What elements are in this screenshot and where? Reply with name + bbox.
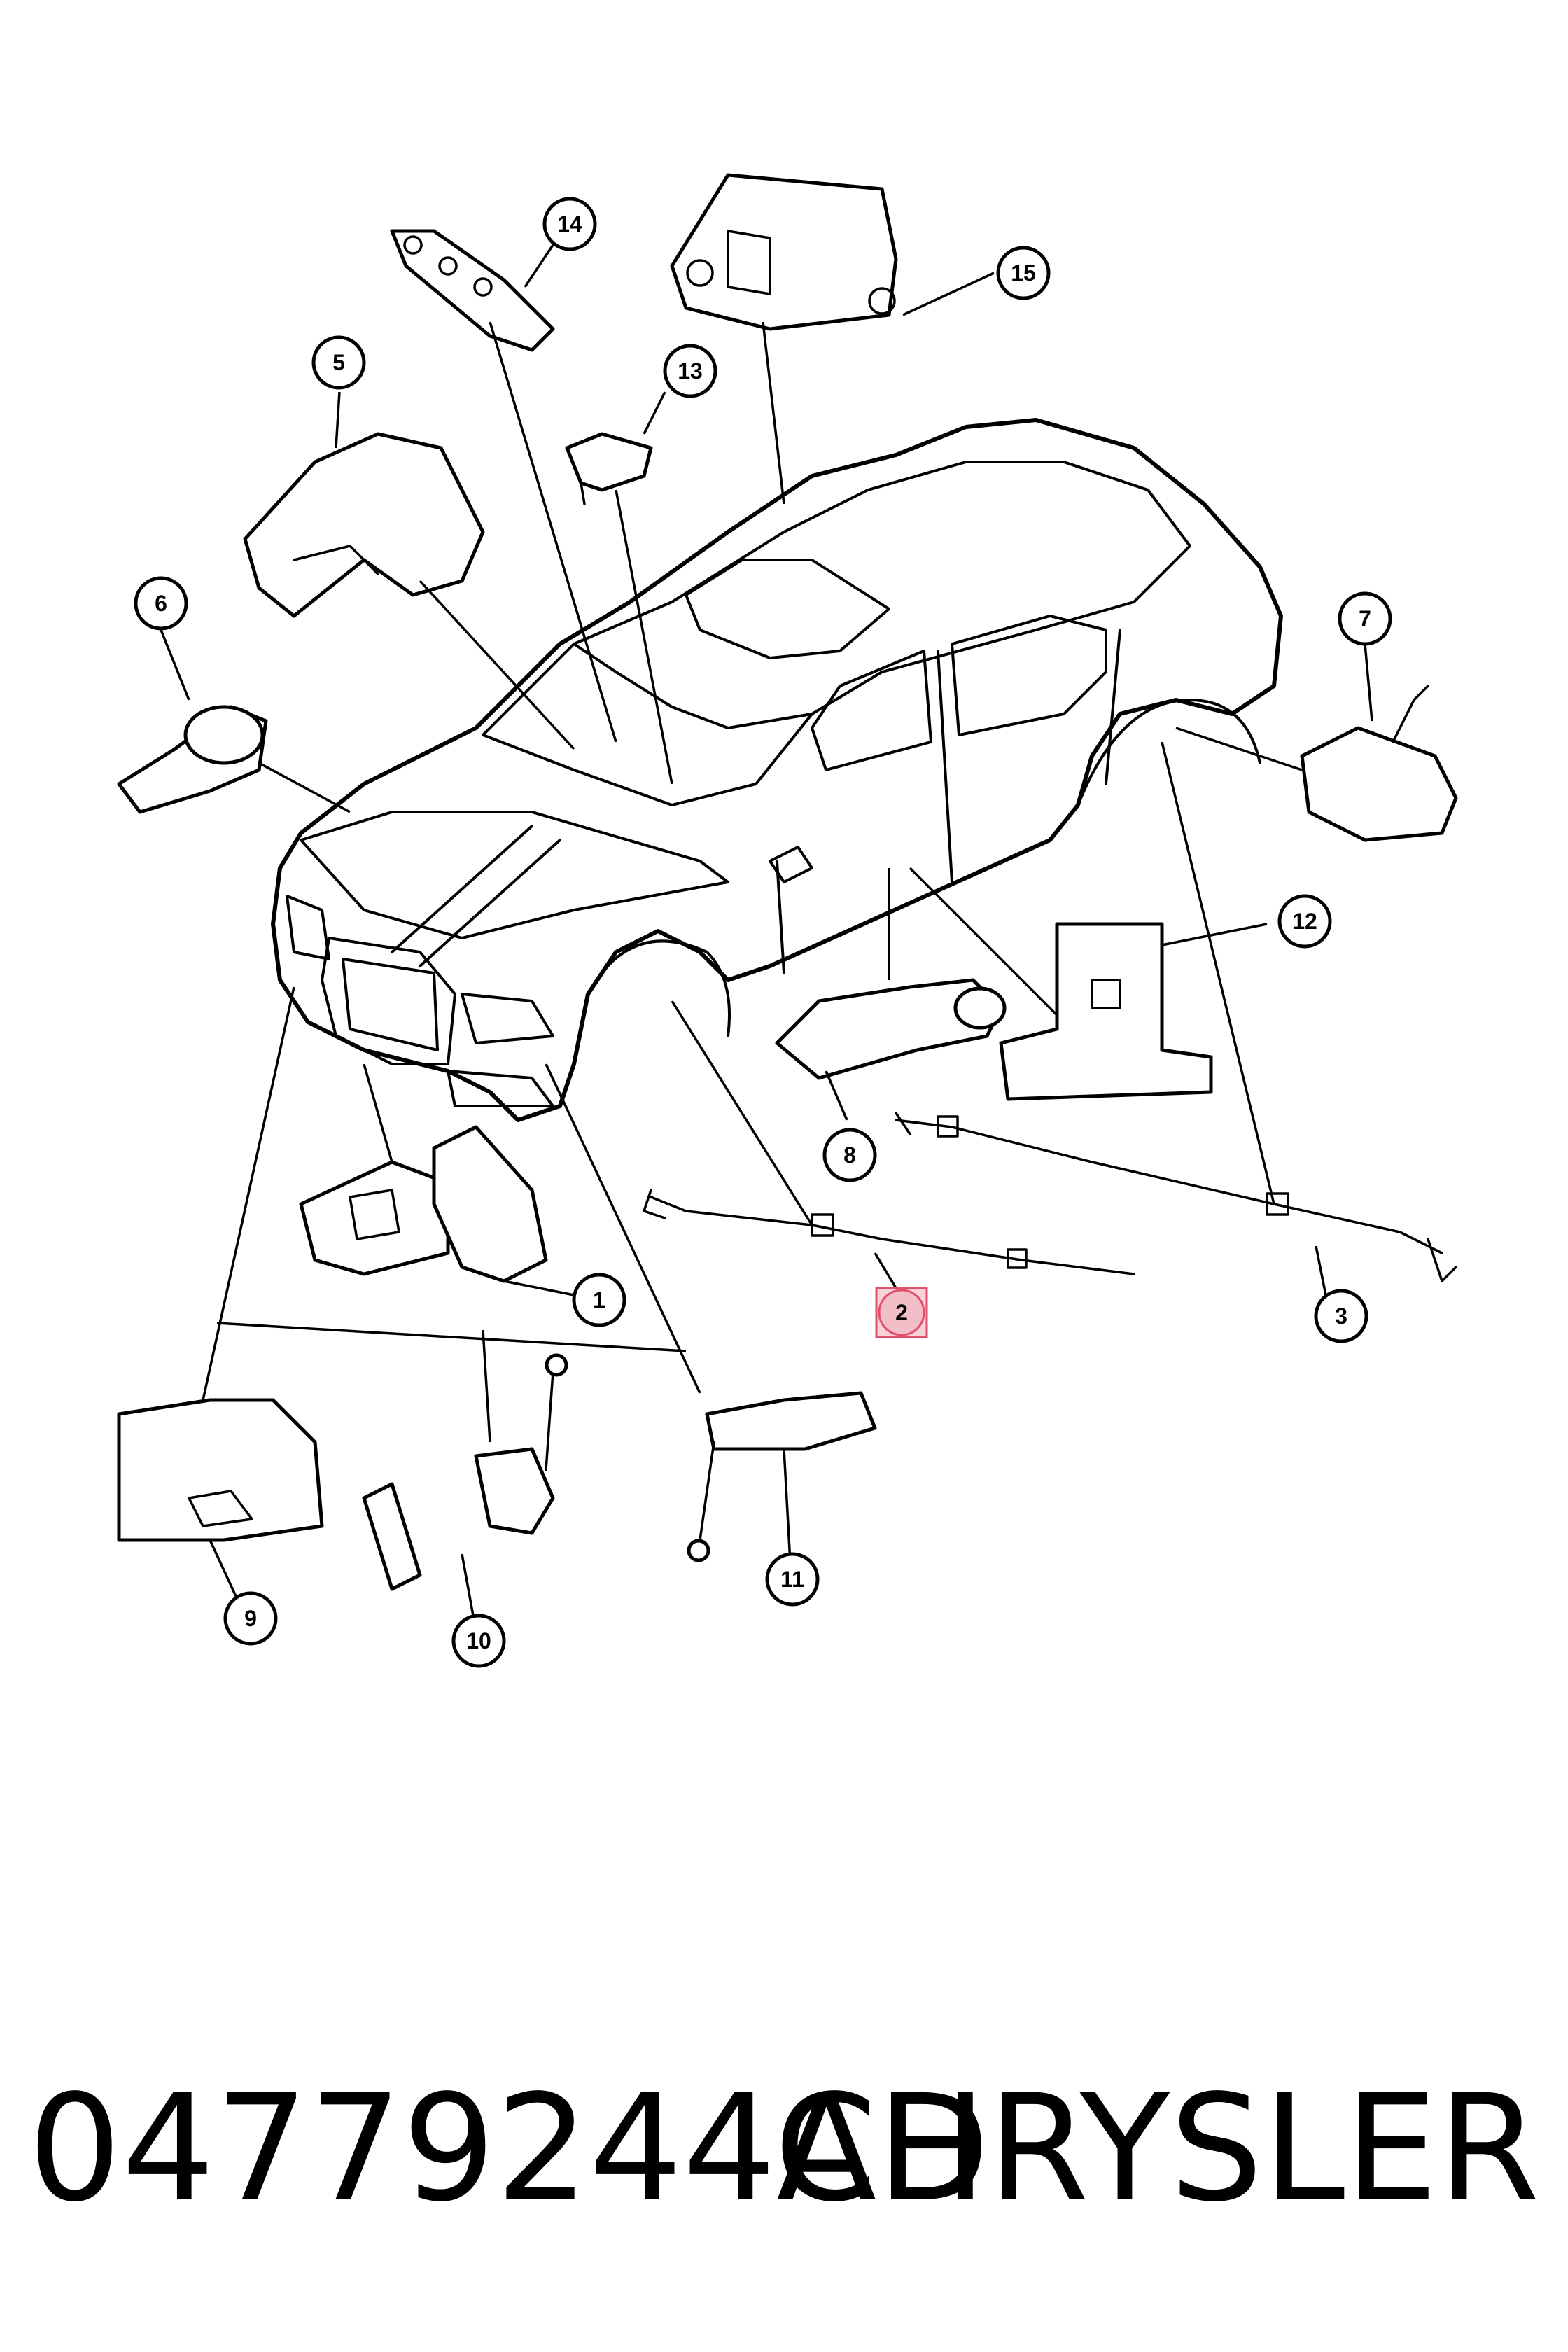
callout-11-label: 11 [780,1567,804,1592]
part-14-bracket [390,229,555,352]
part-2-sensor-harness [643,1189,1135,1275]
callout-7-label: 7 [1359,606,1371,631]
part-1-sensor [299,1125,548,1283]
brand-name: CHRYSLER [774,2063,1540,2234]
callout-13: 13 [663,344,718,398]
part-10-height-sensor [362,1353,568,1591]
part-11-height-sensor [687,1391,877,1562]
callout-5-label: 5 [332,350,345,375]
callout-3: 3 [1314,1289,1368,1343]
callout-8-label: 8 [844,1142,856,1168]
part-6-sensor [117,705,268,814]
callout-11: 11 [765,1552,820,1606]
callout-6: 6 [134,576,188,631]
callout-12: 12 [1278,894,1332,948]
callout-15: 15 [996,246,1051,300]
callout-2-label: 2 [895,1300,908,1325]
callout-2: 2 [875,1287,928,1338]
part-9-module [117,1398,324,1542]
part-8-sensor [775,978,1007,1080]
callout-9-label: 9 [244,1606,257,1631]
car-illustration [271,418,1283,1122]
callout-7: 7 [1338,592,1392,646]
part-12-bracket [999,922,1213,1101]
callout-14: 14 [542,197,597,251]
callout-5: 5 [312,335,366,390]
callout-14-label: 14 [557,211,582,237]
part-3-sensor-harness [895,1112,1457,1282]
callout-12-label: 12 [1292,909,1317,934]
callout-1: 1 [572,1273,626,1327]
callout-13-label: 13 [678,358,703,384]
callout-3-label: 3 [1335,1303,1348,1329]
callout-9: 9 [223,1591,278,1646]
part-13-sensor [565,432,653,505]
part-number: 04779244AD [28,2063,990,2234]
footer-caption: 04779244AD CHRYSLER [0,2058,1568,2240]
callout-10: 10 [451,1614,506,1668]
callout-15-label: 15 [1011,260,1036,286]
part-7-tpms-sensor [1300,685,1458,842]
callout-10-label: 10 [466,1628,491,1653]
callout-8: 8 [822,1128,877,1182]
callout-6-label: 6 [155,591,167,616]
part-5-module [243,432,485,618]
callout-1-label: 1 [593,1287,606,1312]
part-15-module [670,173,898,331]
